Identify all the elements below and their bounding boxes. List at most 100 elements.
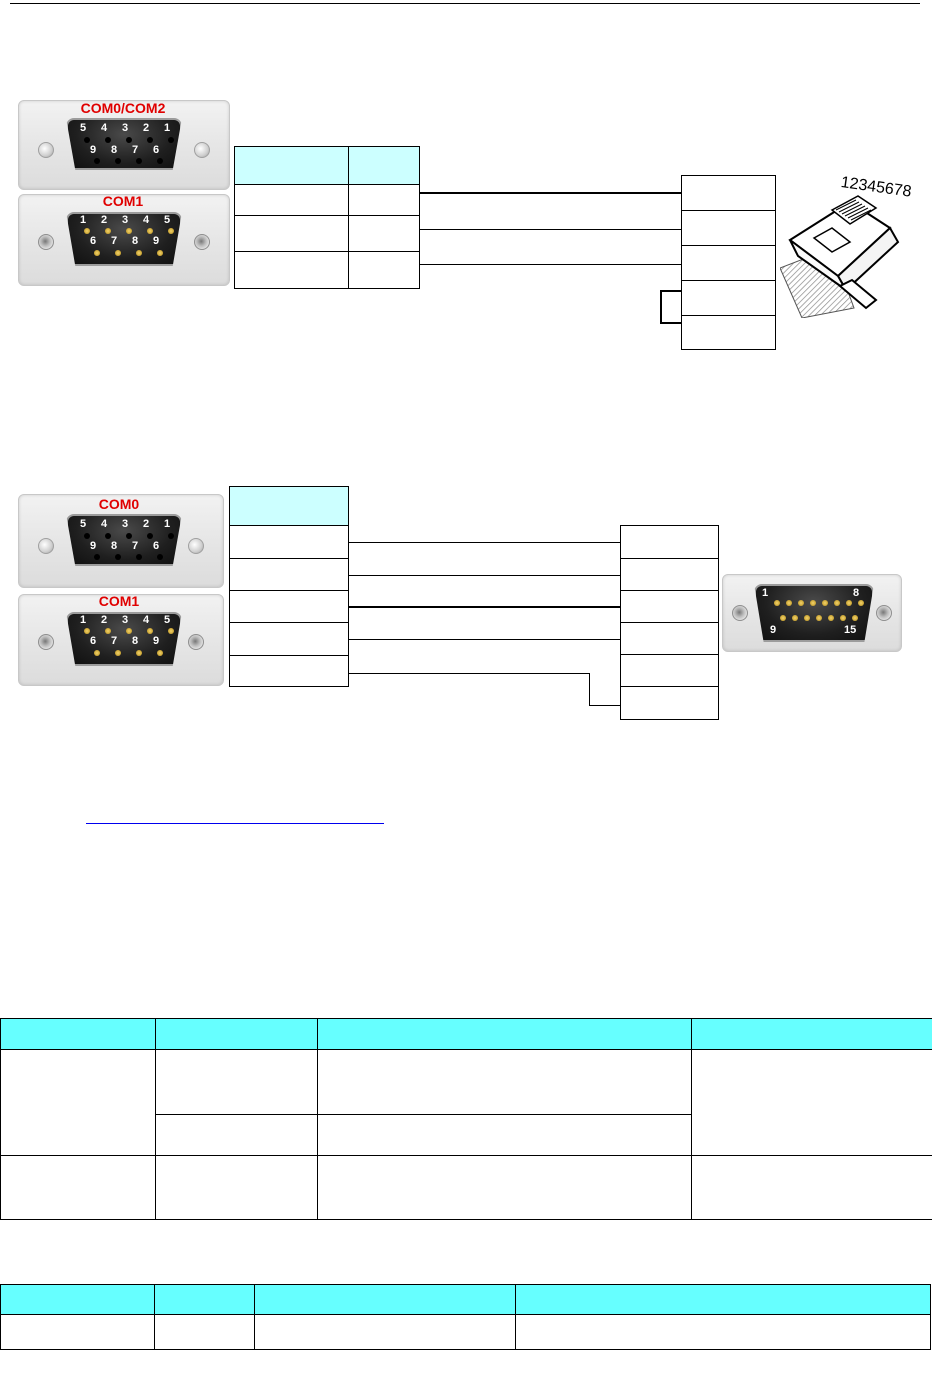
pin-number: 7: [132, 540, 139, 552]
table-cell: [620, 654, 719, 687]
pin-number: 1: [80, 614, 87, 626]
pin-contact: [105, 228, 111, 234]
table-cell: [348, 184, 420, 216]
table-row: [0, 1049, 932, 1156]
wire: [420, 264, 682, 265]
wire: [349, 575, 621, 576]
screw-icon: [188, 634, 204, 650]
table-row: [0, 1314, 931, 1350]
pin-hole: [115, 554, 121, 560]
pin-hole: [136, 158, 142, 164]
pin-number: 8: [111, 144, 118, 156]
pin-number: 8: [132, 235, 139, 247]
wire: [349, 673, 589, 674]
pin-number: 3: [122, 214, 129, 226]
pin-number: 4: [143, 614, 150, 626]
wire: [420, 192, 682, 194]
pin-hole: [84, 137, 90, 143]
db15-connector-illustration: 1 8 9 15: [722, 574, 902, 652]
pin-number: 7: [111, 635, 118, 647]
pin-number: 3: [122, 122, 129, 134]
header-rule: [10, 3, 920, 4]
table-header-row: [0, 1018, 932, 1050]
column-header: [317, 1018, 692, 1050]
com-label-upper: COM0/COM2: [80, 100, 166, 116]
pin-hole: [105, 137, 111, 143]
pin-contact: [115, 650, 121, 656]
pin-number: 2: [101, 614, 108, 626]
header-cell: [348, 146, 420, 185]
screw-icon: [38, 634, 54, 650]
table-cell: [681, 210, 776, 246]
screw-icon: [38, 142, 54, 158]
pin-number: 5: [164, 614, 171, 626]
pin-hole: [126, 137, 132, 143]
pin-number: 2: [143, 122, 150, 134]
loopback-bracket: [660, 290, 682, 324]
rj45-plug-icon: [780, 195, 900, 318]
pin-number: 9: [90, 540, 97, 552]
pin-contact: [84, 628, 90, 634]
table-cell: [155, 1114, 318, 1156]
pin-number: 1: [80, 214, 87, 226]
db15-shell: [754, 584, 874, 642]
com-label-lower: COM1: [98, 593, 140, 609]
pin-contact: [94, 650, 100, 656]
pin-number: 6: [153, 144, 160, 156]
connector-panel-top: COM0/COM2 5 4 3 2 1 9 8 7 6 COM1 1 2 3 4…: [18, 100, 230, 288]
pin-contact: [126, 228, 132, 234]
screw-icon: [732, 605, 748, 621]
pin-number: 5: [80, 518, 87, 530]
pin-hole: [157, 554, 163, 560]
screw-icon: [38, 538, 54, 554]
loopback-bracket: [589, 673, 621, 706]
pin-number: 8: [853, 587, 860, 599]
pin-number: 9: [153, 235, 160, 247]
wire: [420, 229, 682, 230]
pin-number: 3: [122, 614, 129, 626]
table-cell: [0, 1155, 156, 1220]
pin-hole: [94, 554, 100, 560]
table-cell: [515, 1314, 931, 1350]
column-header: [0, 1284, 155, 1315]
pin-number: 9: [90, 144, 97, 156]
column-header: [254, 1284, 516, 1315]
pin-hole: [136, 554, 142, 560]
connector-panel-mid: COM0 5 4 3 2 1 9 8 7 6 COM1 1 2 3 4 5 6 …: [18, 494, 224, 686]
screw-icon: [876, 605, 892, 621]
column-header: [691, 1018, 932, 1050]
com-label-lower: COM1: [102, 193, 144, 209]
pin-contact: [157, 650, 163, 656]
table-cell: [234, 251, 349, 289]
pin-number: 5: [80, 122, 87, 134]
pin-number: 15: [844, 624, 857, 636]
hyperlink[interactable]: [86, 805, 384, 824]
com-label-upper: COM0: [98, 496, 140, 512]
pin-number: 6: [90, 235, 97, 247]
table-cell: [681, 245, 776, 281]
table-cell: [229, 525, 349, 559]
header-cell: [229, 486, 349, 526]
pin-number: 8: [132, 635, 139, 647]
screw-icon: [194, 142, 210, 158]
wire: [349, 639, 621, 640]
pin-contact: [84, 228, 90, 234]
table-cell: [234, 184, 349, 216]
table-cell: [620, 622, 719, 655]
pin-contact: [147, 228, 153, 234]
table-cell: [254, 1314, 516, 1350]
pin-hole: [94, 158, 100, 164]
pin-hole: [105, 533, 111, 539]
table-row: [0, 1155, 932, 1220]
pin-number: 9: [770, 624, 777, 636]
pin-hole: [147, 137, 153, 143]
wire: [349, 606, 621, 608]
table-cell: [234, 215, 349, 252]
pin-contact: [94, 250, 100, 256]
pin-contact: [136, 650, 142, 656]
column-header: [155, 1018, 318, 1050]
screw-icon: [194, 234, 210, 250]
table-cell: [317, 1049, 692, 1115]
pin-number: 2: [101, 214, 108, 226]
table-cell: [681, 280, 776, 316]
